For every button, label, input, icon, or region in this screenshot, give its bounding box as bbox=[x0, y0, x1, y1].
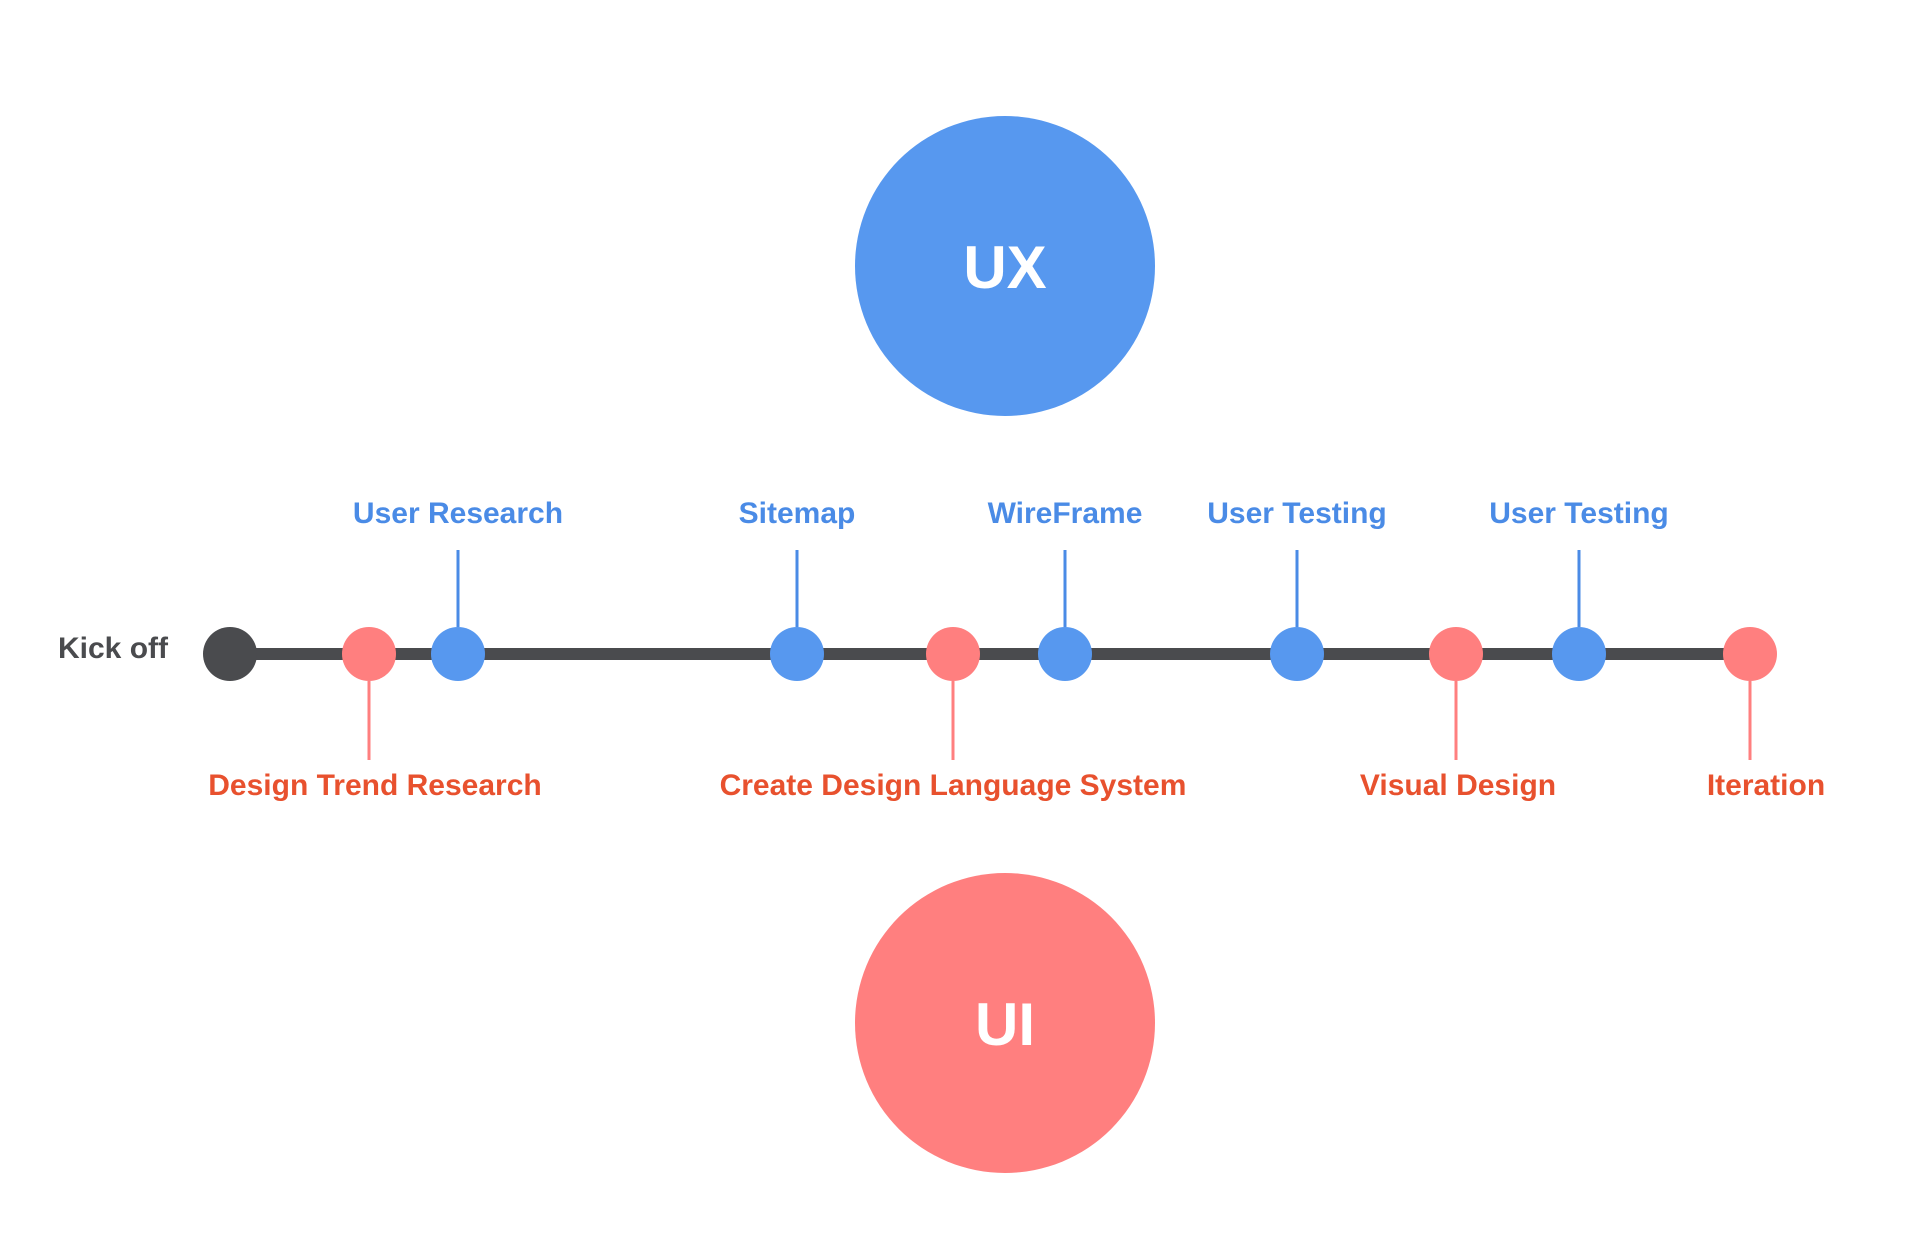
ui-step-node bbox=[1429, 627, 1483, 681]
ui-step-node bbox=[1723, 627, 1777, 681]
ui-step-label: Create Design Language System bbox=[720, 769, 1187, 802]
ui-step-node bbox=[926, 627, 980, 681]
ui-circle: UI bbox=[855, 873, 1155, 1173]
ux-circle-shape bbox=[855, 116, 1155, 416]
ux-step-node bbox=[770, 627, 824, 681]
ux-step-node bbox=[431, 627, 485, 681]
ux-step-node bbox=[1038, 627, 1092, 681]
ui-step-label: Iteration bbox=[1707, 769, 1825, 802]
ui-step-node bbox=[342, 627, 396, 681]
ui-step-label: Visual Design bbox=[1360, 769, 1556, 802]
ux-circle-label: UX bbox=[963, 234, 1046, 301]
ux-step-node bbox=[1270, 627, 1324, 681]
ux-step: User Testing bbox=[1489, 497, 1669, 681]
ui-circle-shape bbox=[855, 873, 1155, 1173]
ui-step: Design Trend Research bbox=[208, 627, 542, 802]
ui-circle-label: UI bbox=[975, 991, 1035, 1058]
ui-step: Iteration bbox=[1707, 627, 1825, 802]
ux-step: Sitemap bbox=[739, 497, 856, 681]
timeline: Kick off User Research Sitemap WireFrame… bbox=[58, 497, 1825, 802]
ui-step: Visual Design bbox=[1360, 627, 1556, 802]
ux-step: WireFrame bbox=[988, 497, 1143, 681]
ux-circle: UX bbox=[855, 116, 1155, 416]
ux-step: User Testing bbox=[1207, 497, 1387, 681]
ux-step-label: User Research bbox=[353, 497, 563, 530]
kickoff-node bbox=[203, 627, 257, 681]
ux-step-label: Sitemap bbox=[739, 497, 856, 530]
ui-step-label: Design Trend Research bbox=[208, 769, 541, 802]
ux-step: User Research bbox=[353, 497, 563, 681]
ui-step: Create Design Language System bbox=[720, 627, 1187, 802]
kickoff-label: Kick off bbox=[58, 632, 169, 665]
ux-step-node bbox=[1552, 627, 1606, 681]
ux-step-label: User Testing bbox=[1207, 497, 1387, 530]
ux-step-label: User Testing bbox=[1489, 497, 1669, 530]
ux-step-label: WireFrame bbox=[988, 497, 1143, 530]
